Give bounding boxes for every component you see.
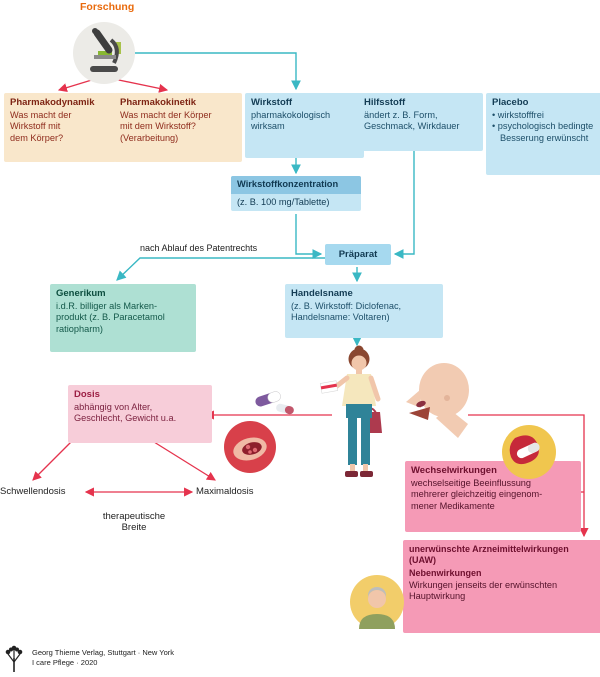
footer-text: Georg Thieme Verlag, Stuttgart · New Yor… — [32, 644, 174, 668]
box-handelsname: Handelsname (z. B. Wirkstoff: Diclofenac… — [285, 284, 443, 338]
box-title: Handelsname — [291, 288, 353, 299]
woman-with-medications-illustration — [319, 345, 382, 477]
box-wirkstoffkonzentration: Wirkstoffkonzentration (z. B. 100 mg/Tab… — [231, 176, 361, 212]
box-wechselwirkungen: Wechselwirkungen wechselseitige Beeinflu… — [405, 461, 581, 532]
box-body: Wirkungen jenseits der erwünschten Haupt… — [409, 579, 558, 602]
box-title: Wirkstoffkonzentration — [231, 176, 361, 194]
box-title: unerwünschte Arzneimittelwirkungen (UAW) — [409, 544, 569, 566]
box-praeparat: Präparat — [325, 244, 391, 265]
box-placebo: Placebo • wirkstofffrei • psychologisch … — [486, 93, 600, 175]
box-subtitle: Nebenwirkungen — [409, 567, 482, 578]
schwellendosis-label: Schwellendosis — [0, 486, 66, 497]
box-hilfsstoff: Hilfsstoff ändert z. B. Form, Geschmack,… — [358, 93, 483, 151]
footer: Georg Thieme Verlag, Stuttgart · New Yor… — [6, 644, 174, 674]
capsules-icon — [255, 391, 294, 415]
publisher-line: Georg Thieme Verlag, Stuttgart · New Yor… — [32, 648, 175, 657]
arrow-dosis-to-schwellendosis — [32, 436, 77, 481]
box-title: Placebo — [492, 97, 529, 108]
box-title: Hilfsstoff — [364, 97, 406, 108]
arrow-forschung-to-pharmakokinetik — [113, 78, 169, 93]
stomach-icon — [502, 425, 556, 479]
box-body: Was macht der Körper mit dem Wirkstoff? … — [120, 109, 212, 143]
box-body: i.d.R. billiger als Marken- produkt (z. … — [56, 300, 165, 334]
box-title: Präparat — [338, 248, 378, 260]
placebo-bullet-1: • wirkstofffrei — [492, 109, 544, 120]
head-profile-swallowing-pill-icon — [406, 363, 469, 438]
arrow-patent-to-generikum — [116, 257, 325, 281]
arrow-dosis-to-maximaldosis — [145, 436, 216, 481]
box-title: Dosis — [74, 389, 100, 400]
box-pharmakokinetik: Pharmakokinetik Was macht der Körper mit… — [114, 93, 242, 162]
arrow-forschung-to-wirkstoff — [135, 52, 301, 91]
box-title: Wechselwirkungen — [411, 465, 497, 476]
box-body: wechselseitige Beeinflussung mehrerer gl… — [411, 477, 543, 511]
box-title: Generikum — [56, 288, 106, 299]
arrow-konzentration-to-praeparat — [295, 214, 323, 259]
box-body: (z. B. Wirkstoff: Diclofenac, Handelsnam… — [291, 300, 402, 323]
box-body: ändert z. B. Form, Geschmack, Wirkdauer — [364, 109, 460, 132]
patent-label: nach Ablauf des Patentrechts — [140, 243, 258, 253]
page-title: Forschung — [80, 1, 135, 13]
box-title: Pharmakodynamik — [10, 97, 95, 108]
arrow-forschung-to-pharmakodynamik — [57, 78, 96, 93]
arrow-person-to-right-column — [468, 414, 585, 492]
microscope-icon — [73, 22, 135, 84]
box-pharmakodynamik: Pharmakodynamik Was macht der Wirkstoff … — [4, 93, 116, 162]
box-title: Pharmakokinetik — [120, 97, 197, 108]
box-body: Was macht der Wirkstoff mit dem Körper? — [10, 109, 72, 143]
box-dosis: Dosis abhängig von Alter, Geschlecht, Ge… — [68, 385, 212, 443]
arrow-hilfsstoff-to-praeparat — [393, 143, 415, 259]
box-uaw: unerwünschte Arzneimittelwirkungen (UAW)… — [403, 540, 600, 633]
placebo-bullet-2: • psychologisch bedingte Besserung erwün… — [492, 121, 594, 143]
box-generikum: Generikum i.d.R. billiger als Marken- pr… — [50, 284, 196, 352]
elderly-person-icon — [350, 575, 404, 629]
box-wirkstoff: Wirkstoff pharmakokologisch wirksam — [245, 93, 364, 158]
box-title: Wirkstoff — [251, 97, 293, 108]
therapeutische-breite-label: therapeutische Breite — [102, 511, 166, 533]
thieme-tree-logo-icon — [5, 645, 23, 672]
blood-vessel-icon — [224, 421, 276, 473]
box-body: abhängig von Alter, Geschlecht, Gewicht … — [74, 401, 177, 424]
maximaldosis-label: Maximaldosis — [196, 486, 254, 497]
box-body: pharmakokologisch wirksam — [251, 109, 331, 132]
box-body: (z. B. 100 mg/Tablette) — [237, 196, 330, 207]
edition-line: I care Pflege · 2020 — [32, 658, 98, 668]
